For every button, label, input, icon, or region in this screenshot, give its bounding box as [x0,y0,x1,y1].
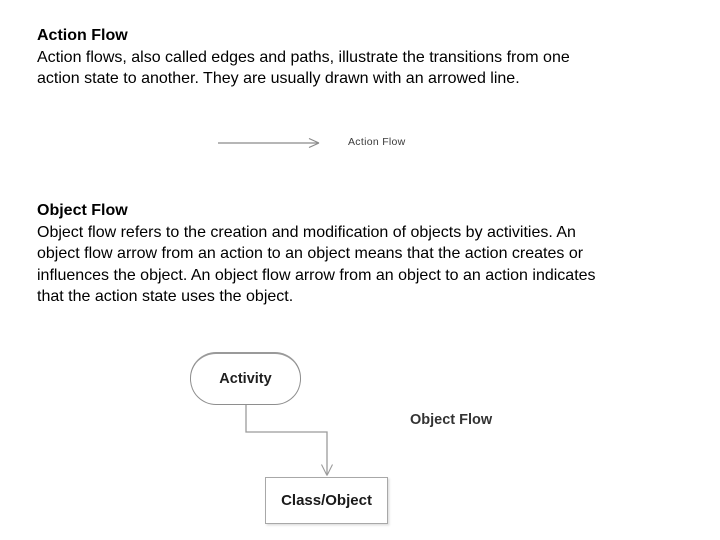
object-flow-heading: Object Flow [37,202,128,219]
object-flow-paragraph: Object flow refers to the creation and m… [37,223,596,306]
class-object-node-label: Class/Object [281,492,372,509]
activity-node: Activity [190,352,301,405]
object-flow-section: Object Flow Object flow refers to the cr… [37,200,677,308]
action-flow-figure-label: Action Flow [348,136,406,148]
action-flow-heading: Action Flow [37,27,128,44]
action-flow-paragraph: Action flows, also called edges and path… [37,48,570,88]
class-object-node: Class/Object [265,477,388,524]
object-flow-figure-label: Object Flow [410,412,493,428]
activity-node-label: Activity [219,371,272,387]
action-flow-arrow [218,137,320,149]
action-flow-section: Action Flow Action flows, also called ed… [37,25,677,90]
